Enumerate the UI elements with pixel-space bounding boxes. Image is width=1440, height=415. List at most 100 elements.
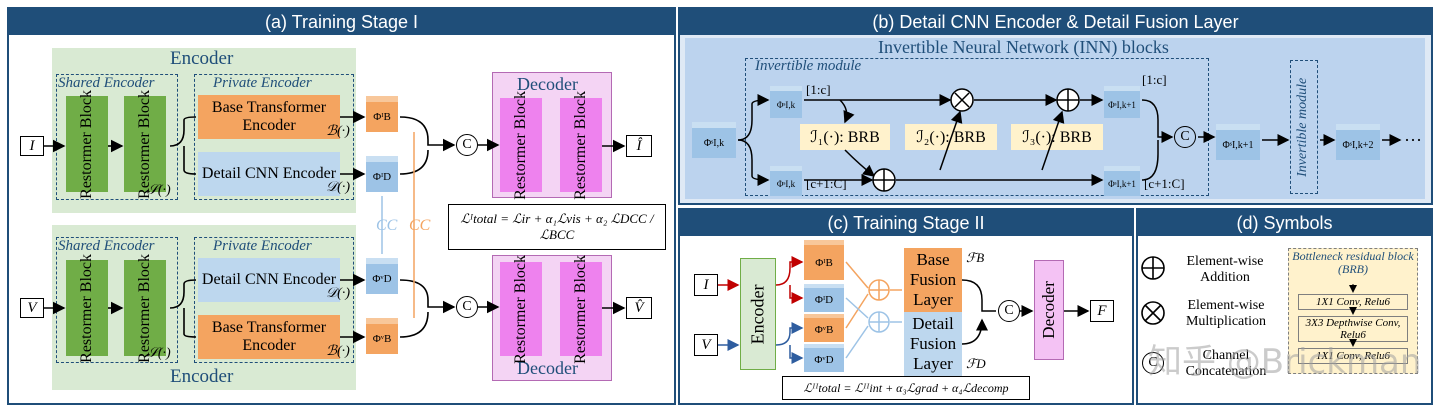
s-func-top: 𝒮(·) [147, 183, 171, 198]
private-encoder-box-top [194, 74, 354, 200]
invertible-module-box [745, 58, 1209, 196]
concat-symbol-top: C [456, 134, 478, 156]
enc-to-ib [775, 256, 804, 286]
brace-top [169, 116, 197, 175]
index-top-in: [1:c] [806, 82, 831, 97]
symbol-mul-label: Element-wise Multiplication [1185, 298, 1267, 329]
merge-bottom-2 [399, 311, 429, 338]
detail-fusion-layer: Detail Fusion Layer [904, 312, 962, 376]
restormer-block: Restormer Block [560, 91, 602, 199]
feature-cube-phi-ib: ΦᴵB [366, 96, 398, 132]
restormer-block: Restormer Block [66, 254, 108, 362]
stage2-encoder: Encoder [740, 258, 776, 370]
encoder-label-bottom: Encoder [170, 366, 234, 387]
index-bot-out: [c+1:C] [1144, 176, 1185, 191]
arrow [737, 139, 770, 186]
feature-cube-phi-vb: ΦᵛB [366, 318, 398, 354]
cube-phi-in: ΦˢI,k [692, 122, 736, 158]
base-merge [845, 261, 869, 329]
loss-stage-2: ℒᴵᴵtotal = ℒᴵᴵint + α₃ℒgrad + α₄ℒdecomp [782, 376, 1030, 400]
add-icon [1141, 256, 1165, 280]
output-i-hat-box: Î [626, 135, 652, 157]
index-top-out: [1:c] [1142, 72, 1167, 87]
cube-phi-top-in: ΦˢI,k [770, 86, 802, 118]
symbol-concat-icon: C [1142, 352, 1164, 374]
decoder-label-bottom: Decoder [517, 358, 578, 378]
symbol-cat-label: Channel Concatenation [1185, 348, 1267, 379]
cube-phi-bot-out: ΦˢI,k+1 [1104, 166, 1140, 196]
shared-encoder-label-bottom: Shared Encoder [58, 238, 155, 254]
private-encoder-label-top: Private Encoder [213, 75, 312, 91]
brb-layer-3: 1X1 Conv, Relu6 [1298, 348, 1408, 364]
restormer-block: Restormer Block [124, 254, 166, 362]
add-node-c-base [868, 279, 890, 301]
merge-b-2 [1141, 140, 1159, 181]
stage2-input-i: I [694, 274, 718, 296]
add-node-c-detail [868, 311, 890, 333]
enc-to-id [789, 285, 804, 304]
restormer-block: Restormer Block [500, 91, 542, 199]
brb-title: Bottleneck residual block (BRB) [1292, 249, 1414, 276]
arrow [737, 94, 770, 141]
decoder-label-top: Decoder [517, 74, 578, 94]
invertible-module-collapsed: Invertible module [1290, 60, 1318, 194]
panel-title: (c) Training Stage II [680, 210, 1132, 236]
fb-label: ℱB [966, 250, 985, 265]
shared-encoder-label-top: Shared Encoder [58, 75, 155, 91]
panel-title: (a) Training Stage I [9, 9, 674, 35]
restormer-block: Restormer Block [500, 255, 542, 363]
stage2-input-v: V [694, 334, 718, 356]
merge-bottom [399, 279, 456, 314]
invertible-module-label: Invertible module [755, 58, 862, 74]
enc-to-vd [789, 345, 804, 364]
panel-title: (d) Symbols [1138, 210, 1431, 236]
stage2-cube-id: ΦᴵD [804, 284, 844, 312]
fd-label: ℱD [966, 356, 986, 371]
d-func-top: 𝒟(·) [326, 180, 350, 195]
detail-merge [845, 297, 869, 359]
brb-i1: ℐ₁(·): BRB [800, 124, 890, 150]
merge-top-2 [399, 149, 429, 175]
cube-phi-out-2: ΦˢI,k+2 [1336, 124, 1380, 160]
s-func-bottom: 𝒮(·) [147, 346, 171, 361]
fusion-merge [961, 279, 996, 345]
input-i-box: I [20, 136, 44, 156]
cube-phi-out-1: ΦˢI,k+1 [1216, 124, 1260, 160]
base-transformer-encoder-bottom: Base Transformer Encoder [198, 315, 340, 359]
b-func-top: ℬ(·) [326, 124, 350, 139]
add-node-b-bottom [872, 168, 896, 192]
merge-b [1141, 99, 1174, 143]
concat-symbol-c: C [998, 300, 1020, 322]
stage2-cube-vd: ΦᵛD [804, 344, 844, 372]
brace-bottom [169, 279, 197, 338]
stage2-decoder: Decoder [1034, 260, 1064, 360]
panel-title: (b) Detail CNN Encoder & Detail Fusion L… [680, 9, 1431, 35]
detail-cnn-encoder-bottom: Detail CNN Encoder [198, 258, 340, 302]
feature-cube-phi-id: ΦᴵD [366, 156, 398, 192]
output-v-hat-box: V̂ [626, 297, 652, 319]
d-func-bottom: 𝒟(·) [326, 286, 350, 301]
concat-symbol-bottom: C [456, 296, 478, 318]
detail-cnn-encoder-top: Detail CNN Encoder [198, 152, 340, 196]
stage2-cube-ib: ΦᴵB [804, 240, 844, 280]
i1-in [839, 99, 855, 124]
i1-out [844, 149, 876, 177]
brb-layer-2: 3X3 Depthwise Conv, Relu6 [1298, 316, 1408, 342]
stage2-output-f: F [1090, 300, 1114, 322]
restormer-block: Restormer Block [66, 90, 108, 198]
multiply-node-b [950, 88, 974, 112]
restormer-block: Restormer Block [124, 90, 166, 198]
continuation-dots: ··· [1404, 130, 1422, 150]
merge-top [399, 116, 456, 152]
symbol-add-label: Element-wise Addition [1186, 254, 1264, 285]
add-node-b-top [1056, 88, 1080, 112]
multiply-icon [1141, 301, 1165, 325]
base-transformer-encoder-top: Base Transformer Encoder [198, 95, 340, 139]
base-fusion-layer: Base Fusion Layer [904, 248, 962, 312]
enc-to-vb [775, 322, 804, 346]
inn-blocks-label: Invertible Neural Network (INN) blocks [878, 37, 1169, 57]
b-func-bottom: ℬ(·) [326, 344, 350, 359]
stage2-cube-vb: ΦᵛB [804, 314, 844, 342]
